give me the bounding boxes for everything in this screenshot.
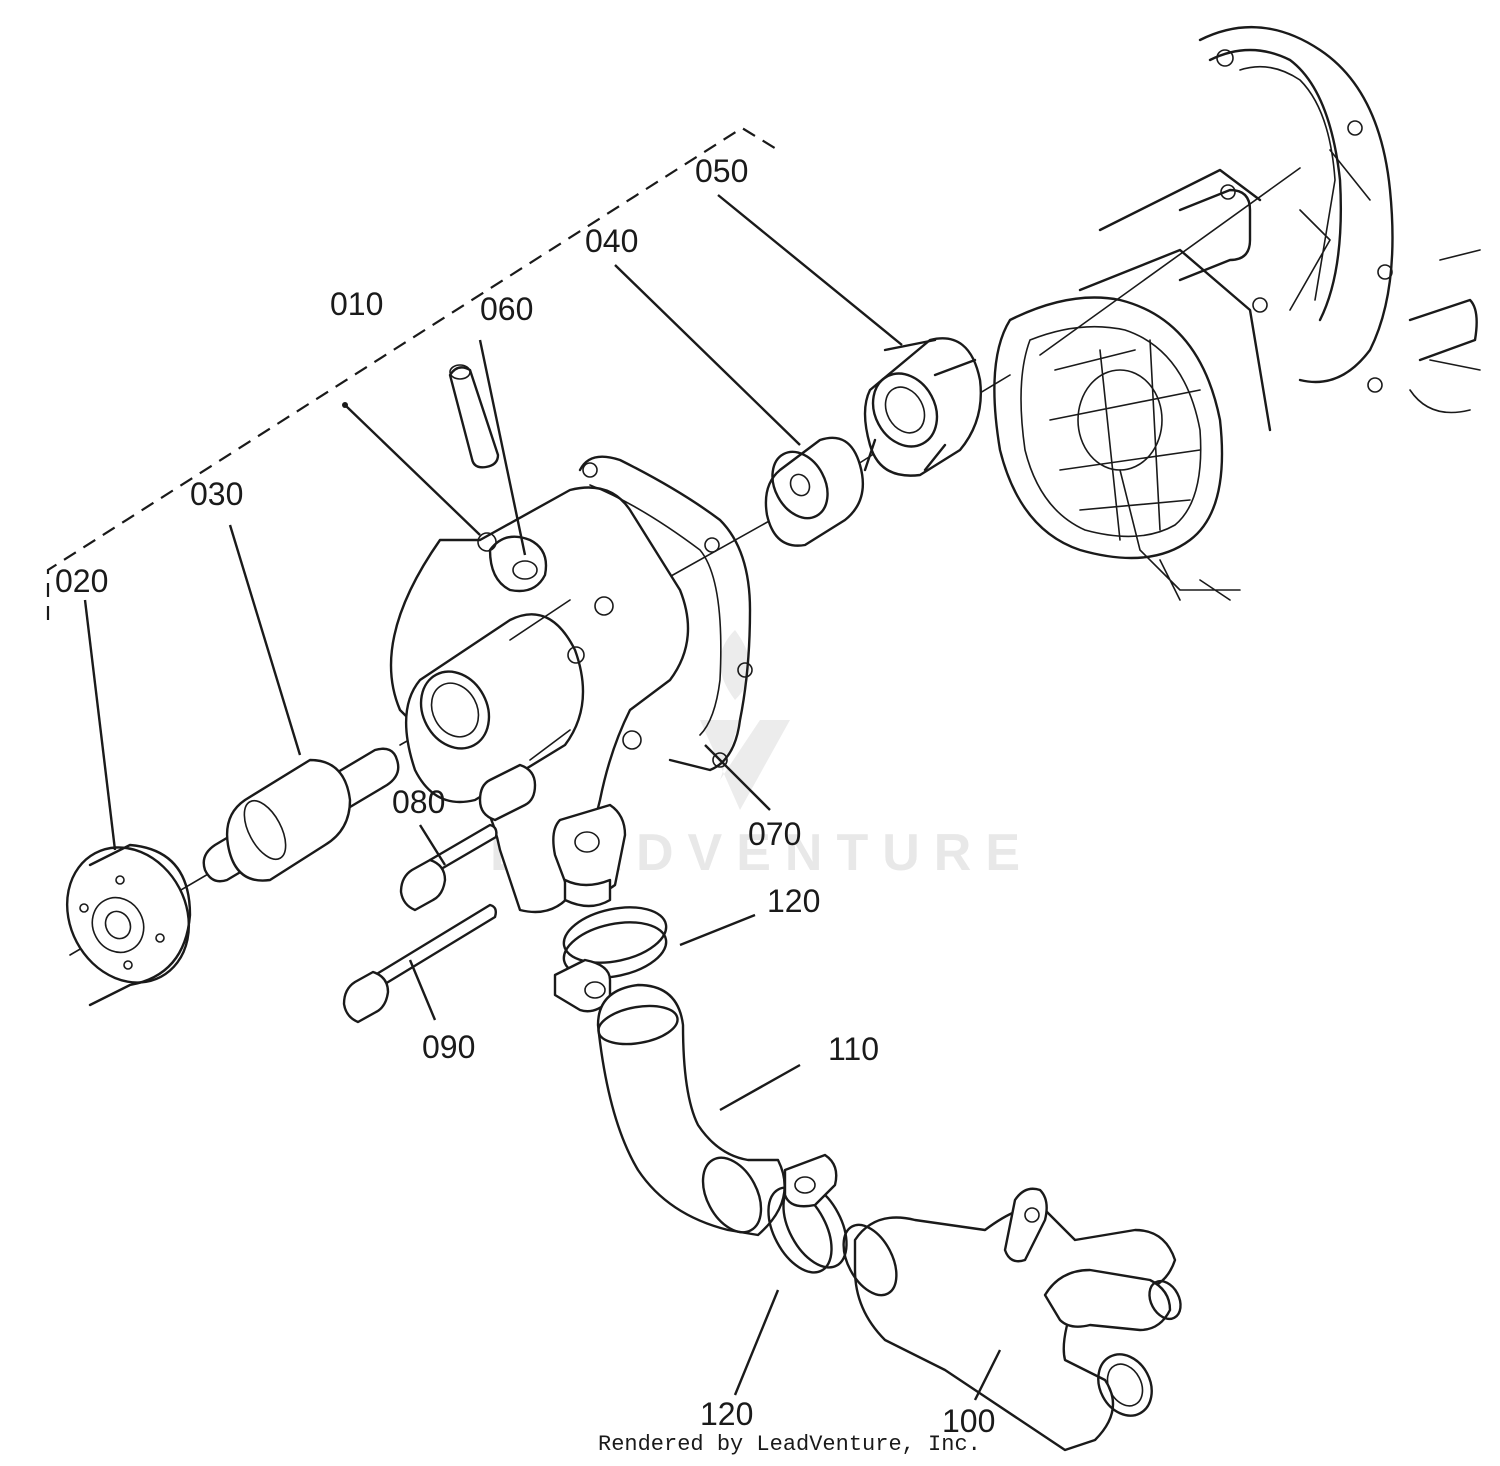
assembly-bracket <box>46 126 779 620</box>
label-070: 070 <box>748 816 801 852</box>
footer-credit: Rendered by LeadVenture, Inc. <box>598 1432 981 1457</box>
long-bolt <box>342 903 498 1024</box>
label-060: 060 <box>480 291 533 327</box>
hose-clamp-lower <box>767 1153 848 1274</box>
shaft-bearing <box>202 747 400 883</box>
engine-block <box>993 25 1481 601</box>
y-pipe <box>842 1187 1182 1452</box>
label-010: 010 <box>330 286 383 322</box>
label-100: 100 <box>942 1403 995 1439</box>
pin <box>448 364 500 469</box>
leader-lines <box>83 194 1002 1401</box>
label-030: 030 <box>190 476 243 512</box>
label-020: 020 <box>55 563 108 599</box>
hose <box>596 983 786 1237</box>
label-080: 080 <box>392 784 445 820</box>
label-090: 090 <box>422 1029 475 1065</box>
pump-body <box>389 455 753 914</box>
pulley-flange <box>65 843 192 1007</box>
impeller <box>863 337 982 477</box>
label-120-upper: 120 <box>767 883 820 919</box>
label-120-lower: 120 <box>700 1396 753 1432</box>
label-040: 040 <box>585 223 638 259</box>
short-bolt <box>399 823 498 912</box>
hose-clamp-upper <box>553 906 668 1013</box>
label-110: 110 <box>828 1031 879 1067</box>
seal <box>764 436 864 547</box>
part-labels: 010 020 030 040 050 060 070 080 090 100 … <box>55 153 995 1439</box>
label-050: 050 <box>695 153 748 189</box>
